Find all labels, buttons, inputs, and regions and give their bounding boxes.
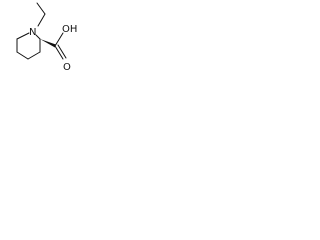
hydroxyl-label: OH: [62, 24, 77, 35]
carboxyl-double-bond-b: [57, 44, 67, 59]
ethyl-bond-ch3: [36, 2, 46, 15]
ethyl-bond-ch2: [37, 13, 46, 27]
carbonyl-oxygen-label: O: [63, 62, 71, 73]
ring-bond-n-c6: [16, 32, 30, 40]
ring-bond-c2-n: [35, 34, 41, 40]
carboxyl-bond-c-oh: [54, 32, 64, 47]
ring-bond-c5-c4: [16, 51, 29, 60]
stereo-wedge-bond: [40, 39, 56, 48]
molecule-structure: N OH O: [16, 2, 77, 73]
nitrogen-label: N: [29, 27, 36, 38]
carboxyl-double-bond-a: [54, 45, 64, 60]
ring-bond-c4-c3: [27, 51, 41, 60]
